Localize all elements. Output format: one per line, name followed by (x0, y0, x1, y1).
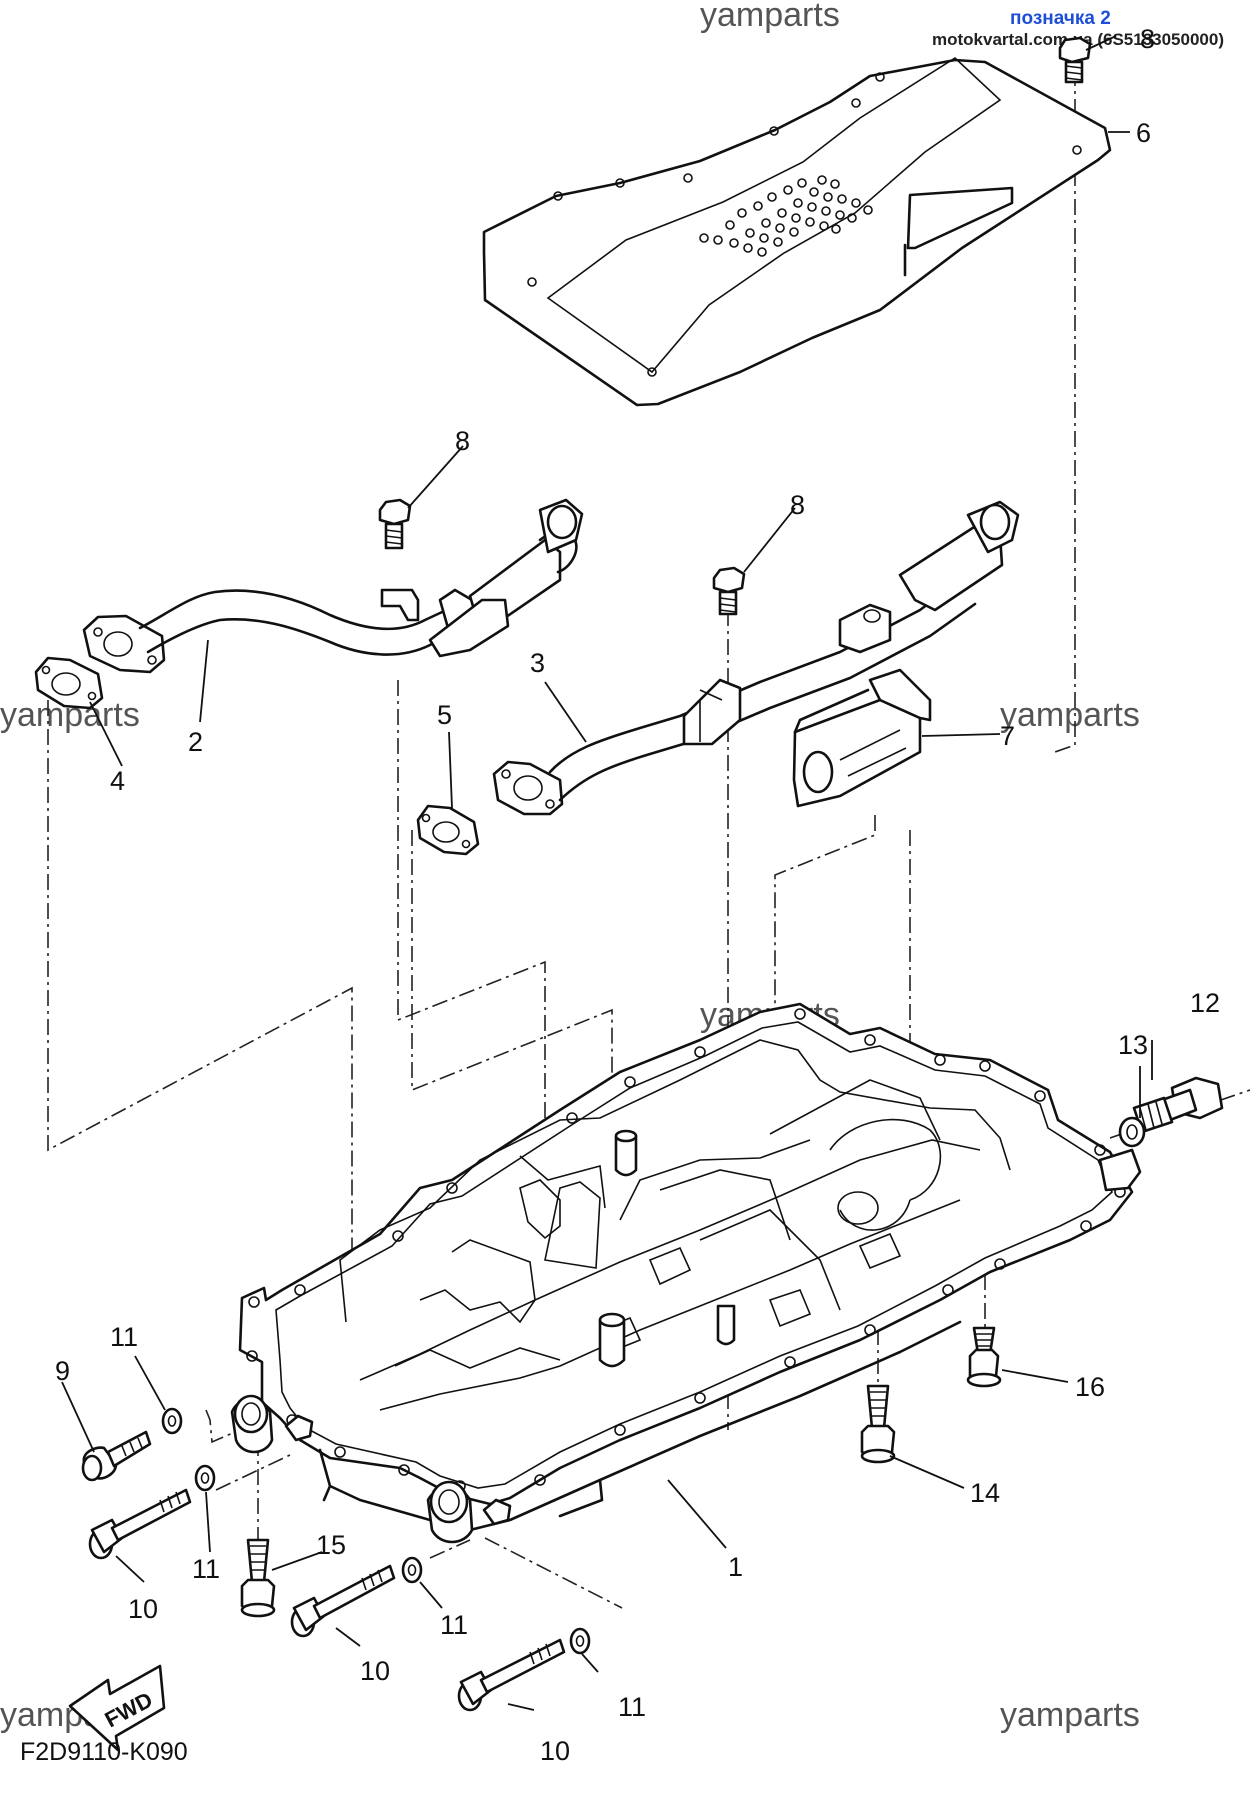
callout-10-a: 10 (128, 1594, 158, 1624)
callout-4: 4 (110, 766, 125, 796)
part-11-washer-b (194, 1464, 216, 1492)
part-4-gasket (34, 656, 104, 710)
part-11-washer-a (161, 1407, 183, 1435)
part-9-bolt (81, 1430, 152, 1482)
part-12-drain-plug (1132, 1076, 1224, 1134)
callout-3: 3 (530, 648, 545, 678)
part-1-oil-pan (230, 1002, 1142, 1544)
part-8-bolt-center (712, 566, 746, 616)
part-8-bolt-top (1058, 36, 1092, 84)
callout-11-a: 11 (110, 1322, 138, 1352)
watermark-bottom-right: yamparts (1000, 1696, 1140, 1734)
watermark-right: yamparts (1000, 696, 1140, 734)
part-3-oil-pipe (492, 500, 1020, 816)
callout-5: 5 (437, 700, 452, 730)
callout-10-b: 10 (360, 1656, 390, 1686)
callout-16: 16 (1075, 1372, 1105, 1402)
part-13-washer (1118, 1116, 1146, 1148)
callout-11-c: 11 (440, 1610, 468, 1640)
perforation-holes (699, 175, 873, 257)
callout-12: 12 (1190, 988, 1220, 1018)
callout-8-left: 8 (455, 426, 470, 456)
part-11-washer-c (401, 1556, 423, 1584)
callout-11-b: 11 (192, 1554, 220, 1584)
callout-1: 1 (728, 1552, 743, 1582)
callout-11-d: 11 (618, 1692, 646, 1722)
callout-2: 2 (188, 727, 203, 757)
callout-14: 14 (970, 1478, 1000, 1508)
part-8-bolt-left (378, 498, 412, 550)
part-10-bolt-b (290, 1564, 396, 1638)
callout-8-center: 8 (790, 490, 805, 520)
part-7-oil-strainer (792, 668, 932, 808)
callout-15: 15 (316, 1530, 346, 1560)
leader-lines (61, 35, 1153, 1711)
header-link[interactable]: позначка 2 (1010, 8, 1111, 29)
part-16-bolt (966, 1326, 1002, 1388)
callout-13: 13 (1118, 1030, 1148, 1060)
callout-6: 6 (1136, 118, 1151, 148)
part-6-baffle-cover (482, 56, 1112, 407)
callout-10-c: 10 (540, 1736, 570, 1766)
part-10-bolt-a (88, 1488, 192, 1560)
part-15-bolt (240, 1538, 276, 1618)
part-11-washer-d (569, 1627, 591, 1655)
part-14-bolt (860, 1384, 896, 1464)
diagram-code: F2D9110-K090 (20, 1738, 188, 1766)
part-10-bolt-c (457, 1638, 566, 1712)
watermark-top: yamparts (700, 0, 840, 34)
callout-7: 7 (1000, 721, 1015, 751)
part-5-gasket (416, 804, 480, 856)
part-2-oil-pipe (82, 498, 584, 674)
callout-8-top: 8 (1140, 24, 1155, 54)
callout-9: 9 (55, 1356, 70, 1386)
